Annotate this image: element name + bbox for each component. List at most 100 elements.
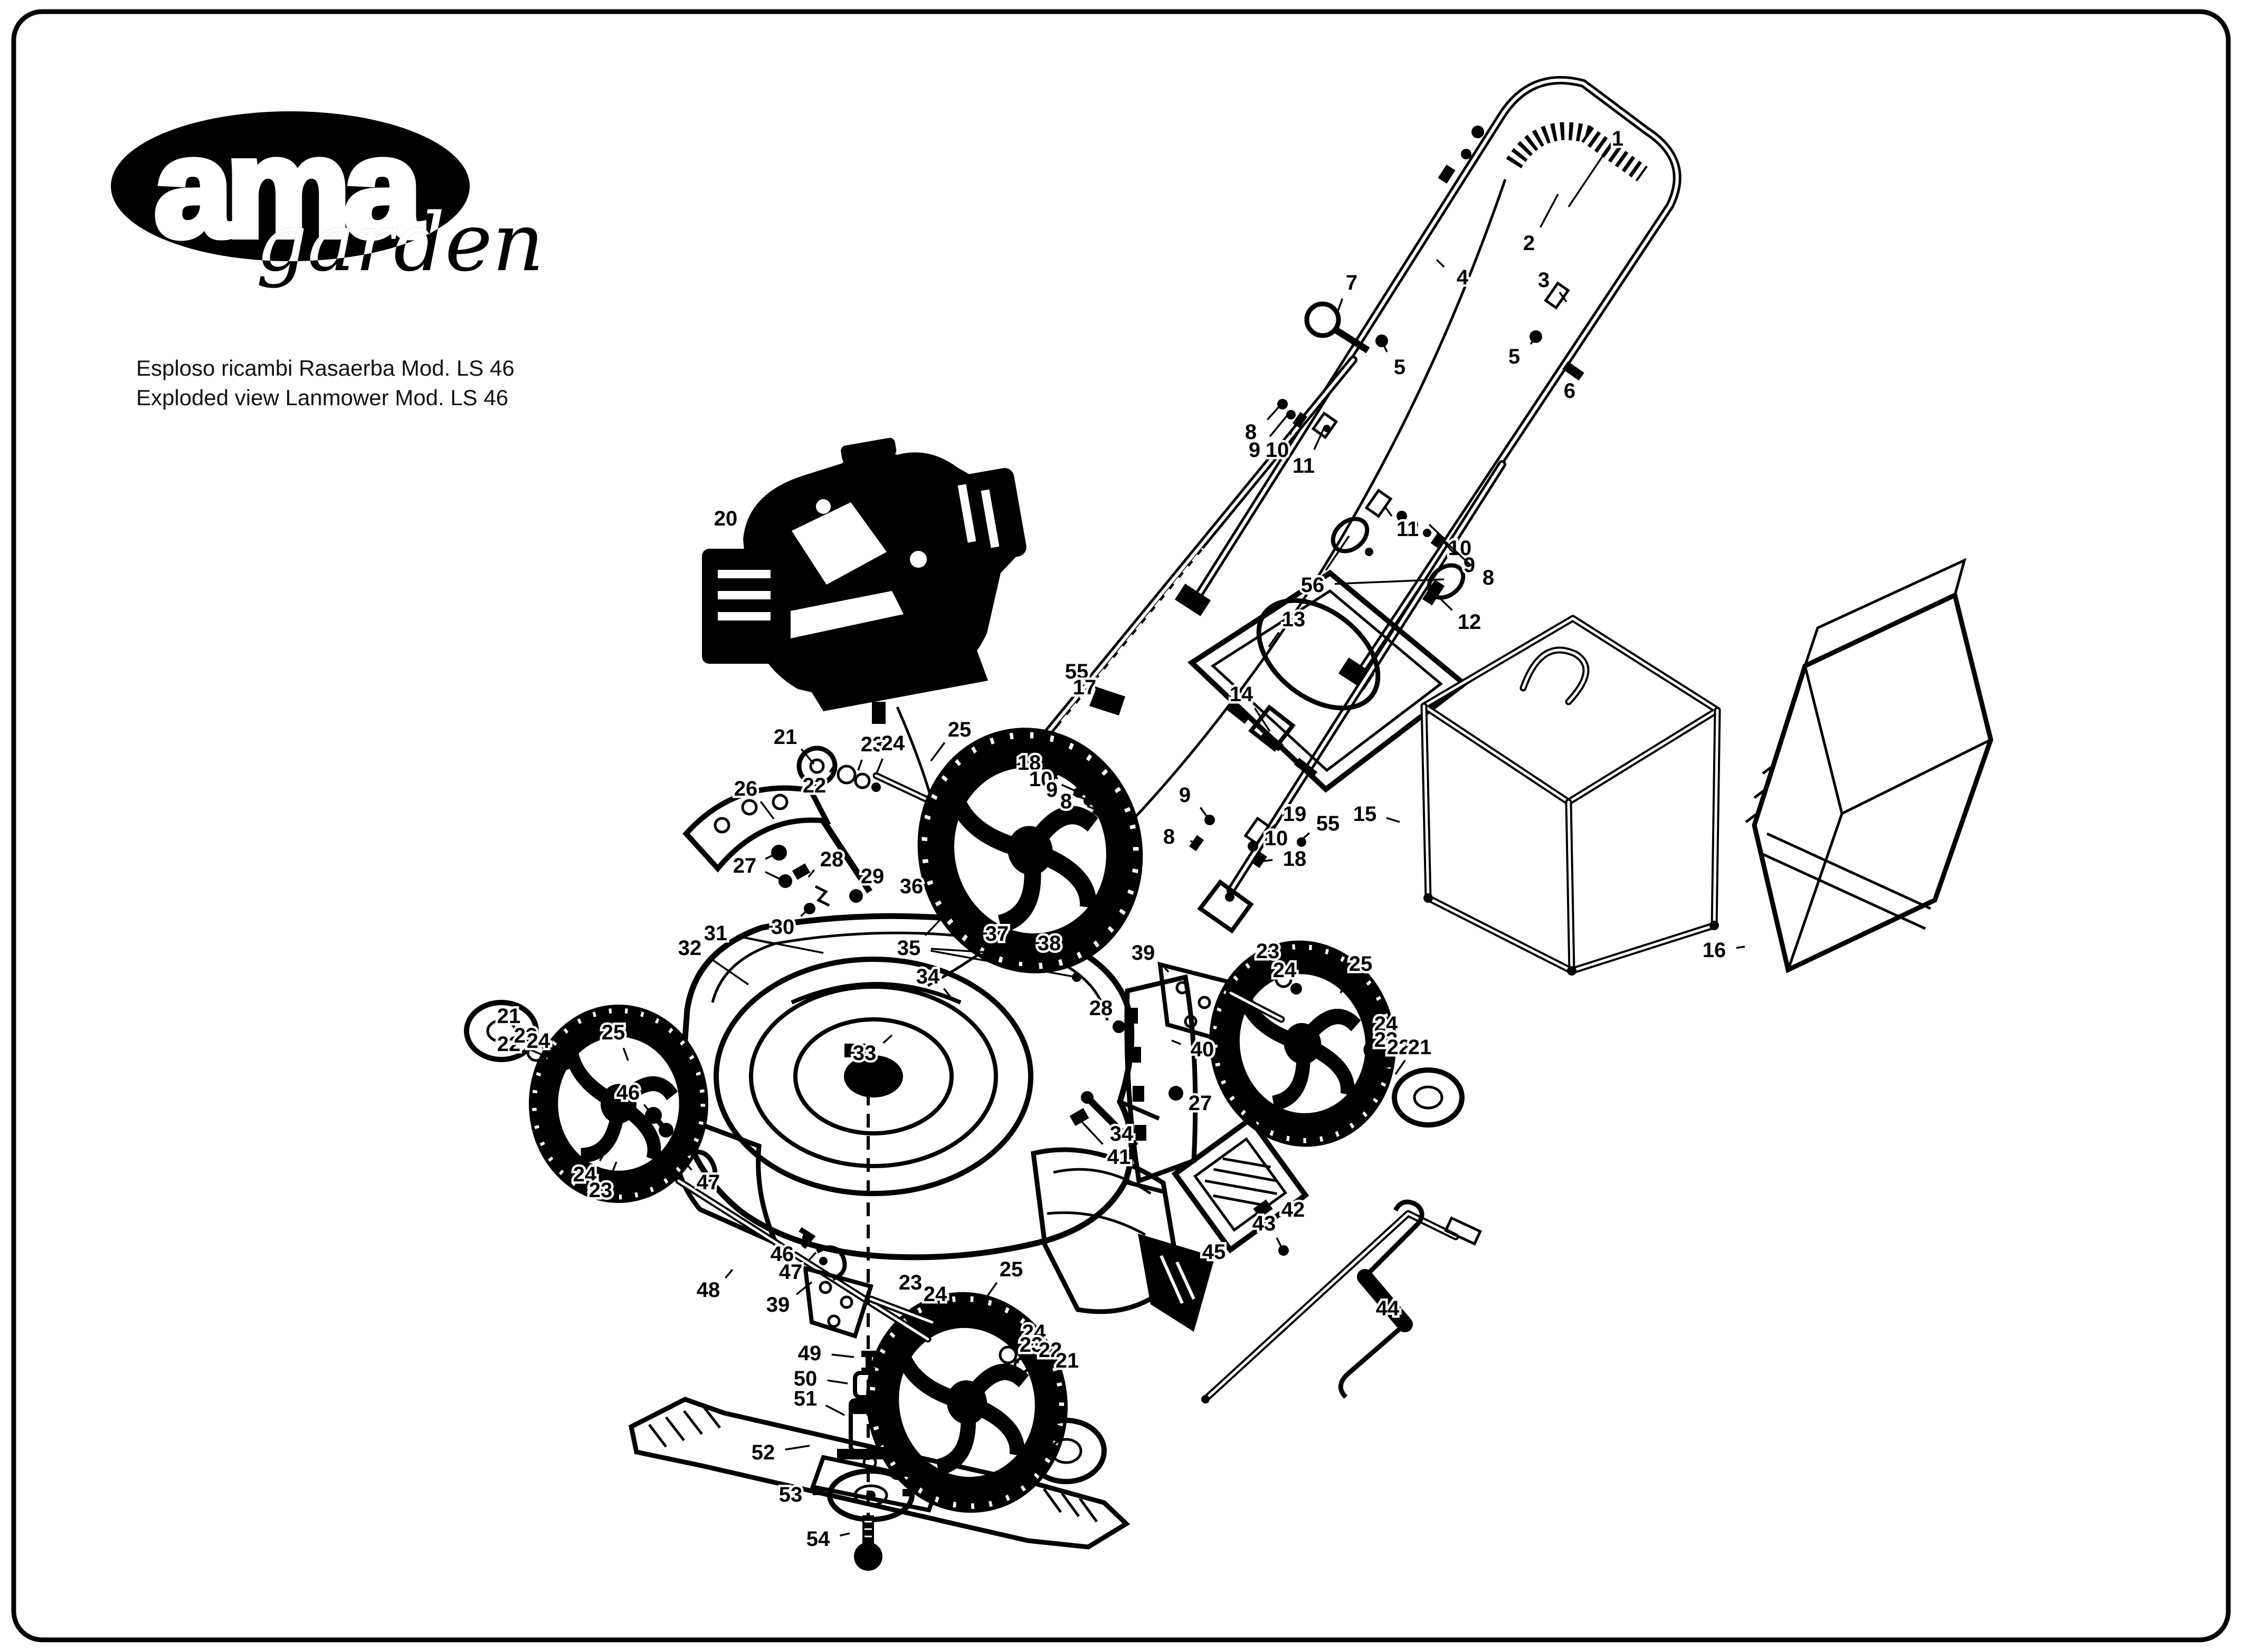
leader-line-52 bbox=[785, 1445, 810, 1451]
leader-line-28 bbox=[808, 869, 815, 878]
leader-line-36 bbox=[927, 861, 939, 875]
leader-line-25 bbox=[930, 742, 946, 762]
part-label-10: 10 bbox=[1266, 438, 1289, 462]
leader-line-47 bbox=[679, 1156, 692, 1171]
leader-line-9 bbox=[1072, 794, 1088, 801]
deflector-illustration bbox=[1138, 1234, 1215, 1332]
part-label-24: 24 bbox=[573, 1163, 597, 1186]
leader-line-35 bbox=[930, 950, 1077, 978]
part-label-39: 39 bbox=[766, 1293, 790, 1316]
leader-line-50 bbox=[827, 1379, 848, 1384]
leader-line-55 bbox=[1299, 832, 1310, 842]
leader-line-24 bbox=[1013, 1344, 1020, 1352]
leader-line-46 bbox=[643, 1104, 656, 1119]
leader-line-46 bbox=[799, 1236, 806, 1244]
leader-line-20 bbox=[745, 524, 771, 539]
part-label-41: 41 bbox=[1107, 1145, 1131, 1169]
leader-line-54 bbox=[839, 1532, 850, 1537]
leader-line-8 bbox=[1267, 404, 1281, 421]
leader-line-35 bbox=[930, 948, 1031, 956]
part-label-5: 5 bbox=[1508, 345, 1520, 368]
part-label-26: 26 bbox=[734, 777, 758, 800]
leader-line-26 bbox=[759, 801, 775, 820]
part-label-38: 38 bbox=[1038, 932, 1061, 955]
leader-line-3 bbox=[1559, 291, 1568, 303]
logo-sub-text-outer: garden bbox=[256, 196, 544, 289]
part-label-22: 22 bbox=[1387, 1036, 1411, 1059]
part-label-31: 31 bbox=[704, 922, 728, 945]
leader-line-2 bbox=[1540, 194, 1559, 228]
leader-line-43 bbox=[1276, 1237, 1284, 1250]
leader-line-22 bbox=[1030, 1363, 1038, 1374]
leader-line-22 bbox=[1378, 1057, 1382, 1063]
leader-line-8 bbox=[1444, 540, 1472, 567]
part-label-8: 8 bbox=[1163, 825, 1175, 848]
part-label-12: 12 bbox=[1458, 610, 1481, 634]
leader-line-27 bbox=[1175, 1092, 1181, 1097]
leader-line-33 bbox=[882, 1034, 893, 1044]
part-label-9: 9 bbox=[1249, 438, 1260, 462]
axle-rod-illustration bbox=[645, 1107, 936, 1343]
logo-brand-text: ama bbox=[155, 110, 423, 266]
grass-bag-illustration bbox=[1745, 558, 1993, 973]
part-label-48: 48 bbox=[697, 1278, 720, 1302]
part-label-46: 46 bbox=[771, 1243, 794, 1266]
part-label-44: 44 bbox=[1376, 1297, 1400, 1320]
part-label-53: 53 bbox=[779, 1483, 803, 1506]
leader-line-23 bbox=[542, 1046, 555, 1061]
part-label-18: 18 bbox=[1018, 751, 1041, 775]
leader-line-8 bbox=[1087, 805, 1098, 811]
rear-flap-illustration bbox=[1031, 1147, 1182, 1314]
leader-line-48 bbox=[725, 1268, 734, 1279]
leader-line-5 bbox=[1530, 336, 1537, 345]
leader-line-24 bbox=[1367, 1036, 1372, 1043]
leader-line-24 bbox=[554, 1052, 564, 1065]
part-label-23: 23 bbox=[1020, 1333, 1043, 1357]
leader-line-18 bbox=[1048, 770, 1059, 780]
leader-line-23 bbox=[857, 759, 863, 771]
leader-line-25 bbox=[1340, 978, 1349, 994]
part-label-23: 23 bbox=[589, 1179, 613, 1202]
leader-line-56 bbox=[1325, 536, 1350, 571]
leader-line-5 bbox=[1381, 340, 1388, 352]
part-label-18: 18 bbox=[1283, 847, 1307, 871]
leader-line-22 bbox=[529, 1048, 546, 1057]
leader-line-14 bbox=[1253, 708, 1271, 732]
part-label-42: 42 bbox=[1281, 1198, 1305, 1221]
leader-line-6 bbox=[1578, 371, 1581, 375]
leader-line-10 bbox=[1252, 843, 1256, 846]
part-label-16: 16 bbox=[1703, 939, 1726, 962]
leader-line-34 bbox=[1088, 1099, 1107, 1121]
part-label-33: 33 bbox=[853, 1042, 877, 1065]
leader-line-12 bbox=[1433, 592, 1453, 611]
leader-line-27 bbox=[765, 871, 785, 882]
leader-line-28 bbox=[1115, 1020, 1120, 1027]
part-label-28: 28 bbox=[820, 848, 844, 871]
part-label-8: 8 bbox=[1245, 421, 1257, 444]
leader-line-44 bbox=[1361, 1282, 1373, 1296]
leader-line-55 bbox=[1092, 683, 1102, 695]
leader-line-11 bbox=[1384, 505, 1393, 517]
leader-line-27 bbox=[765, 852, 778, 860]
part-label-56: 56 bbox=[1301, 574, 1325, 597]
leader-line-30 bbox=[800, 908, 810, 917]
leader-line-39 bbox=[1160, 962, 1170, 973]
part-label-22: 22 bbox=[1039, 1339, 1062, 1362]
leader-line-23 bbox=[611, 1161, 618, 1175]
leader-line-23 bbox=[1277, 966, 1284, 978]
part-label-29: 29 bbox=[861, 865, 885, 888]
part-label-23: 23 bbox=[1374, 1028, 1398, 1052]
part-label-1: 1 bbox=[1612, 127, 1623, 150]
leader-line-16 bbox=[1736, 946, 1745, 949]
leader-line-22 bbox=[829, 763, 836, 773]
part-label-37: 37 bbox=[985, 922, 1009, 946]
part-label-7: 7 bbox=[1346, 271, 1357, 294]
title-line-english: Exploded view Lanmower Mod. LS 46 bbox=[136, 385, 508, 410]
leader-line-21 bbox=[522, 1028, 533, 1043]
part-label-43: 43 bbox=[1252, 1212, 1276, 1235]
leader-line-4 bbox=[1436, 259, 1445, 268]
part-label-47: 47 bbox=[697, 1171, 720, 1194]
part-label-5: 5 bbox=[1394, 356, 1405, 379]
leader-line-11 bbox=[1313, 426, 1326, 450]
engine-illustration bbox=[702, 437, 1027, 724]
